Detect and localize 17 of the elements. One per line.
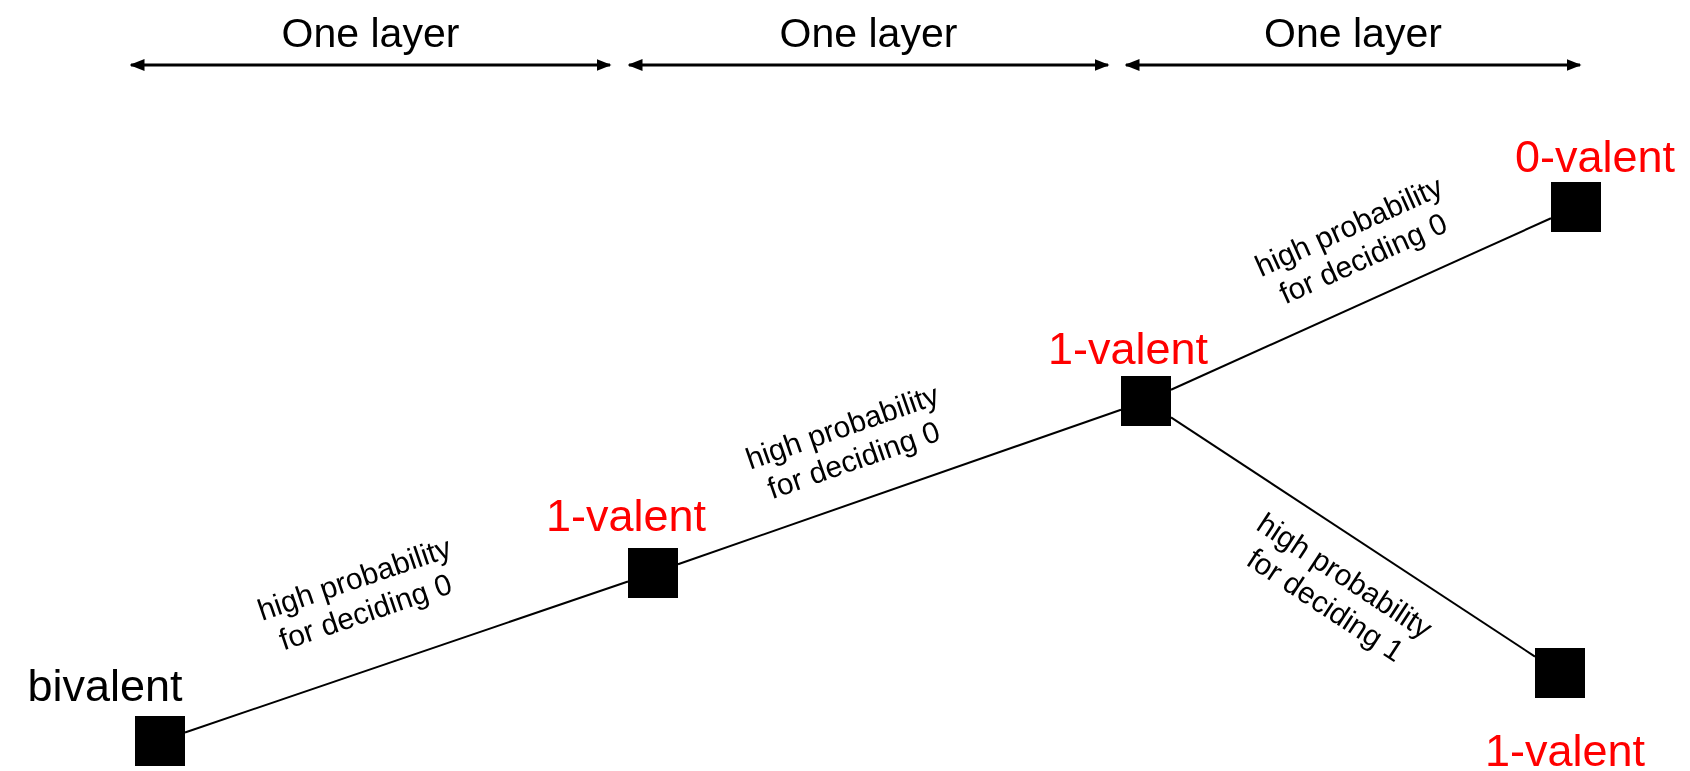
state-label: 1-valent — [1484, 727, 1646, 771]
layer-label: One layer — [281, 13, 460, 54]
state-node — [1551, 182, 1601, 232]
connector-line — [184, 580, 629, 734]
state-node — [628, 548, 678, 598]
state-label: 1-valent — [545, 492, 707, 538]
connector-line — [1170, 217, 1552, 391]
connector-line — [1170, 416, 1536, 658]
state-node — [135, 716, 185, 766]
layer-label: One layer — [1264, 13, 1442, 54]
state-label: 1-valent — [1047, 325, 1209, 371]
state-label: 0-valent — [1514, 133, 1676, 179]
connector-line — [677, 408, 1122, 566]
state-label: bivalent — [27, 662, 183, 708]
state-node — [1535, 648, 1585, 698]
state-node — [1121, 376, 1171, 426]
layer-label: One layer — [779, 13, 958, 54]
